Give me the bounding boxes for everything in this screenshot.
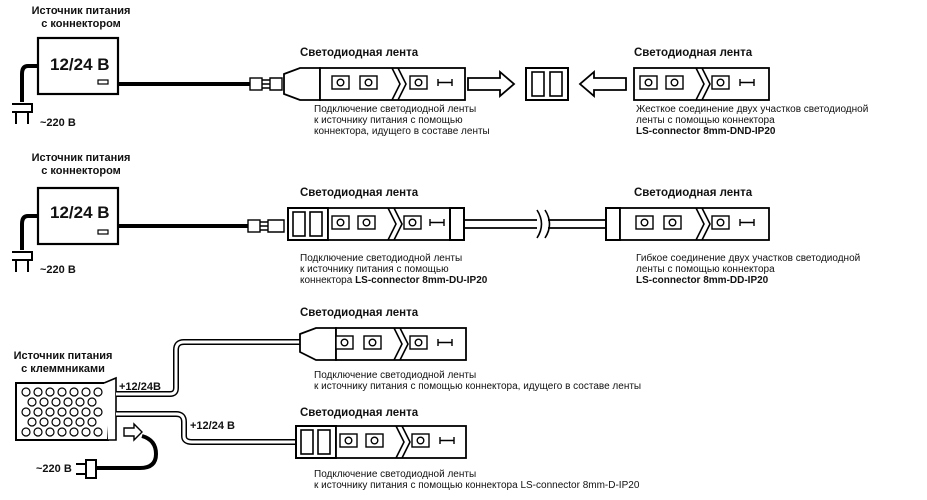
row1-strip-right-connector: LS-connector 8mm-DND-IP20 — [636, 126, 776, 137]
row1-ps-label-line2: с коннектором — [41, 18, 121, 30]
row2-strip-left — [287, 207, 465, 241]
row1-dc-cable — [118, 77, 283, 91]
row2-ps-label-line2: с коннектором — [41, 165, 121, 177]
row3-strip-bottom — [295, 425, 467, 459]
row2-strip-left-caption-line1: Подключение светодиодной ленты — [300, 253, 463, 264]
row2-strip-left-connector: LS-connector 8mm-DU-IP20 — [355, 275, 488, 286]
row1-strip-left-caption: Подключение светодиодной ленты к источни… — [314, 104, 490, 137]
row2-mains-cable — [12, 214, 38, 272]
row1-strip-left — [283, 67, 466, 101]
row3-strip-bottom-title: Светодиодная лента — [300, 407, 419, 419]
row1-arrow-right — [467, 70, 516, 98]
row1-strip-right — [633, 67, 770, 101]
row2-mains-label: ~220 В — [40, 264, 76, 276]
row3-strip-bottom-caption-line2: к источнику питания с помощью коннектора… — [314, 480, 640, 491]
row1-strip-right-caption-line1: Жесткое соединение двух участков светоди… — [636, 104, 869, 115]
row3-terminal-power-supply — [15, 376, 117, 441]
row1-strip-right-title: Светодиодная лента — [634, 47, 753, 59]
row1-mains-label: ~220 В — [40, 117, 76, 129]
row2-strip-left-caption-line2: к источнику питания с помощью — [300, 264, 449, 275]
row2-ps-voltage: 12/24 В — [50, 203, 110, 222]
row2-strip-right-caption-line1: Гибкое соединение двух участков светодио… — [636, 253, 861, 264]
row2-strip-left-caption-line3: коннектора — [300, 275, 356, 286]
row3-strip-bottom-caption-line1: Подключение светодиодной ленты — [314, 469, 477, 480]
row3-strip-top — [299, 327, 467, 361]
row2-dc-cable — [118, 219, 285, 233]
row2-strip-right-connector: LS-connector 8mm-DD-IP20 — [636, 275, 769, 286]
row2-strip-left-title: Светодиодная лента — [300, 187, 419, 199]
row3-cable-bottom — [116, 411, 296, 445]
row3-strip-top-title: Светодиодная лента — [300, 307, 419, 319]
row1-strip-left-caption-line3: коннектора, идущего в составе ленты — [314, 126, 490, 137]
row2-ps-label-line1: Источник питания — [31, 152, 131, 164]
row3-ps-label-line1: Источник питания — [13, 350, 113, 362]
row1-ps-voltage: 12/24 В — [50, 55, 110, 74]
row1-strip-left-caption-line2: к источнику питания с помощью — [314, 115, 463, 126]
row1-ps-label: Источник питания с коннектором — [6, 5, 156, 31]
row3-strip-top-caption-line2: к источнику питания с помощью коннектора… — [314, 381, 642, 392]
row1-strip-right-caption-line2: ленты с помощью коннектора — [636, 115, 775, 126]
row2-ps-label: Источник питания с коннектором — [6, 152, 156, 178]
row3-cable-top — [116, 339, 300, 397]
row1-connector-dnd — [525, 67, 569, 101]
row1-arrow-left — [578, 70, 627, 98]
row3-out2-label: +12/24 В — [190, 420, 235, 432]
row1-strip-left-caption-line1: Подключение светодиодной ленты — [314, 104, 477, 115]
row2-strip-left-caption: Подключение светодиодной ленты к источни… — [300, 253, 487, 286]
row1-strip-right-caption: Жесткое соединение двух участков светоди… — [636, 104, 868, 137]
row3-out1-label: +12/24В — [119, 381, 161, 393]
row3-mains-cable — [76, 422, 159, 479]
row3-strip-top-caption-line1: Подключение светодиодной ленты — [314, 370, 477, 381]
row2-flex-connector-dd — [464, 207, 621, 241]
row2-strip-right-title: Светодиодная лента — [634, 187, 753, 199]
row3-strip-bottom-caption: Подключение светодиодной ленты к источни… — [314, 469, 639, 491]
row2-strip-right-caption: Гибкое соединение двух участков светодио… — [636, 253, 860, 286]
row2-strip-right — [619, 207, 770, 241]
row3-strip-top-caption: Подключение светодиодной ленты к источни… — [314, 370, 641, 392]
row3-mains-label: ~220 В — [36, 463, 72, 475]
row1-ps-label-line1: Источник питания — [31, 5, 131, 17]
row1-mains-cable — [12, 64, 38, 124]
row3-ps-label-line2: с клеммниками — [21, 363, 105, 375]
row3-ps-label: Источник питания с клеммниками — [0, 350, 126, 376]
row1-strip-left-title: Светодиодная лента — [300, 47, 419, 59]
row2-strip-right-caption-line2: ленты с помощью коннектора — [636, 264, 775, 275]
